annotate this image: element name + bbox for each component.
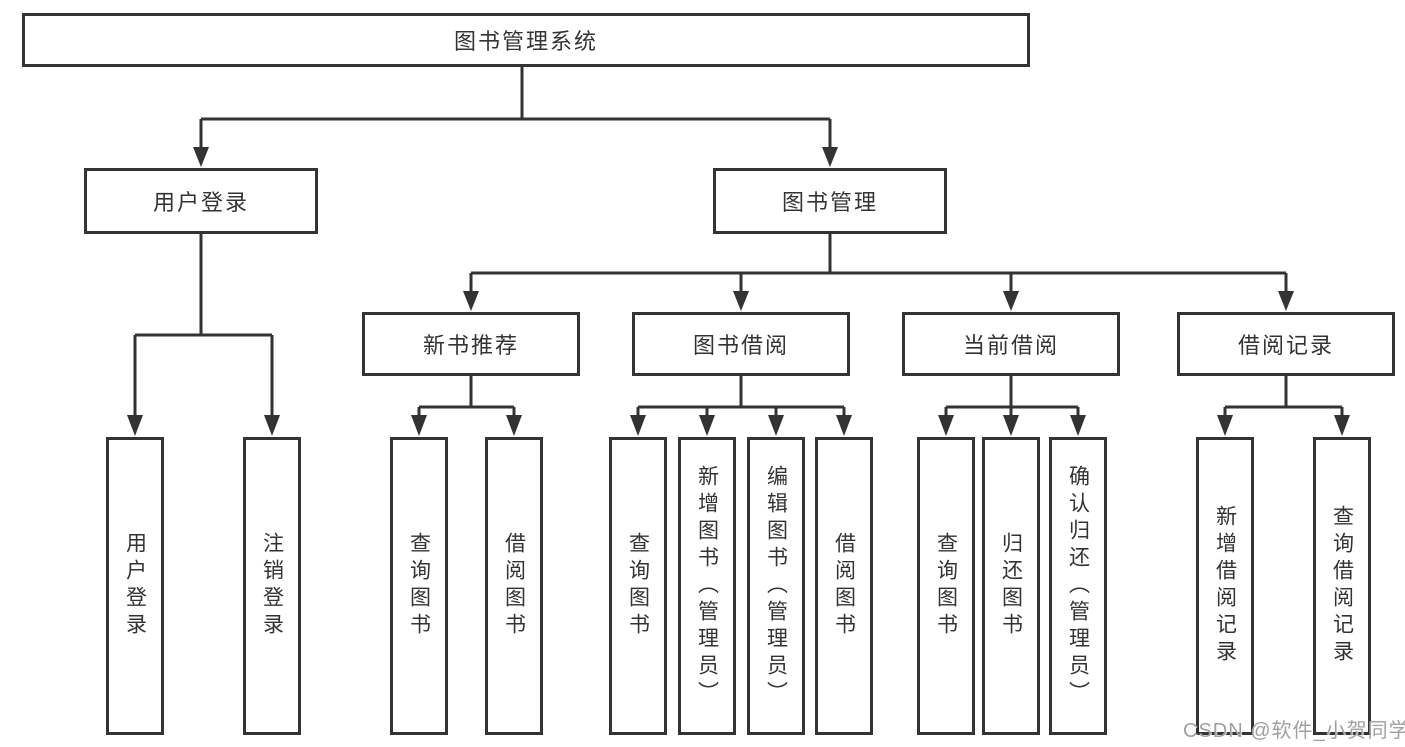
leaf-add-borrow-record-label: 新增借阅记录 [1213, 505, 1237, 667]
leaf-edit-books-admin: 编辑图书（管理员） [747, 437, 805, 735]
leaf-user-login: 用户登录 [106, 437, 164, 735]
node-user-login-label: 用户登录 [152, 190, 249, 215]
connector-book-management-children [463, 234, 1294, 311]
node-new-book-recommend-label: 新书推荐 [422, 333, 519, 358]
leaf-query-books-recommend: 查询图书 [390, 437, 448, 735]
connector-user-login-children [127, 234, 280, 436]
leaf-return-books-label: 归还图书 [999, 532, 1023, 640]
leaf-borrow-books-recommend-label: 借阅图书 [502, 532, 526, 640]
leaf-query-books-recommend-label: 查询图书 [407, 532, 431, 640]
leaf-query-books-current: 查询图书 [917, 437, 975, 735]
leaf-edit-books-admin-label: 编辑图书（管理员） [764, 464, 788, 708]
connector-borrow-records-children [1217, 376, 1350, 436]
leaf-query-borrow-record-label: 查询借阅记录 [1330, 505, 1354, 667]
node-book-management: 图书管理 [713, 168, 947, 234]
connector-root-to-level2 [193, 67, 838, 167]
leaf-borrow-books: 借阅图书 [815, 437, 873, 735]
leaf-confirm-return-admin: 确认归还（管理员） [1049, 437, 1107, 735]
leaf-borrow-books-label: 借阅图书 [832, 532, 856, 640]
node-book-management-label: 图书管理 [781, 190, 878, 215]
leaf-add-books-admin: 新增图书（管理员） [678, 437, 736, 735]
leaf-query-books-current-label: 查询图书 [934, 532, 958, 640]
leaf-query-books-borrow: 查询图书 [609, 437, 667, 735]
node-user-login: 用户登录 [84, 168, 318, 234]
leaf-confirm-return-admin-label: 确认归还（管理员） [1066, 464, 1090, 708]
connector-book-borrow-children [630, 376, 852, 436]
leaf-add-borrow-record: 新增借阅记录 [1196, 437, 1254, 735]
leaf-user-login-label: 用户登录 [123, 532, 147, 640]
leaf-query-borrow-record: 查询借阅记录 [1313, 437, 1371, 735]
leaf-borrow-books-recommend: 借阅图书 [485, 437, 543, 735]
node-new-book-recommend: 新书推荐 [362, 312, 580, 376]
leaf-logout-label: 注销登录 [260, 532, 284, 640]
leaf-add-books-admin-label: 新增图书（管理员） [695, 464, 719, 708]
node-borrow-records: 借阅记录 [1177, 312, 1395, 376]
leaf-logout: 注销登录 [243, 437, 301, 735]
leaf-query-books-borrow-label: 查询图书 [626, 532, 650, 640]
node-book-borrow-label: 图书借阅 [692, 333, 789, 358]
connector-new-book-children [411, 376, 522, 436]
leaf-return-books: 归还图书 [982, 437, 1040, 735]
node-book-borrow: 图书借阅 [632, 312, 850, 376]
node-current-borrow: 当前借阅 [902, 312, 1120, 376]
node-root-system: 图书管理系统 [22, 13, 1030, 67]
node-current-borrow-label: 当前借阅 [962, 333, 1059, 358]
connector-current-borrow-children [938, 376, 1086, 436]
csdn-watermark: CSDN @软件_小贺同学 [1183, 720, 1405, 742]
node-root-system-label: 图书管理系统 [453, 29, 598, 54]
node-borrow-records-label: 借阅记录 [1237, 333, 1334, 358]
